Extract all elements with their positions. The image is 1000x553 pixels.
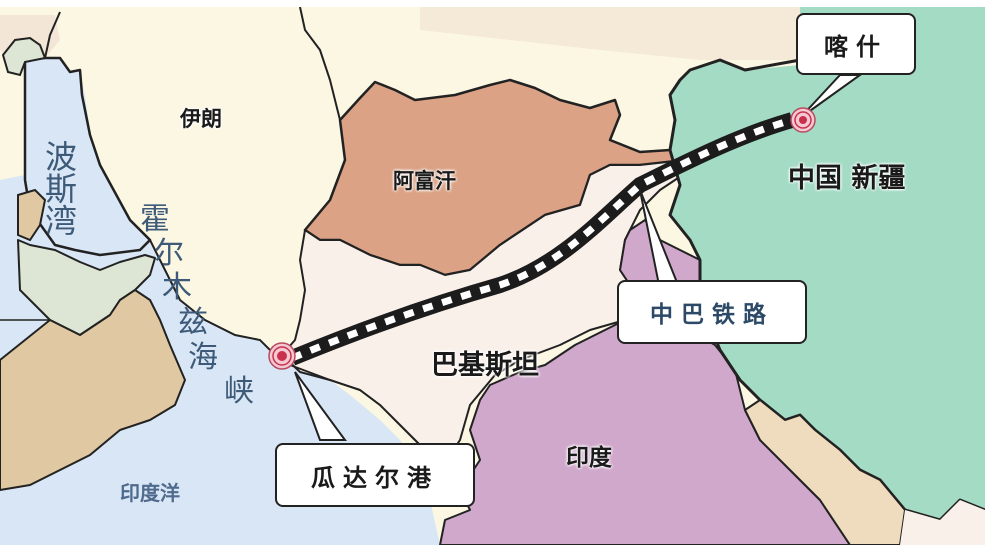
- label-china-xinjiang: 中国 新疆: [788, 163, 906, 194]
- label-strait-of-hormuz: 霍 尔 木 兹 海 峡: [140, 205, 300, 425]
- label-strait-char: 海: [188, 340, 218, 375]
- label-strait-char: 木: [162, 270, 192, 305]
- callout-railway[interactable]: 中巴铁路: [617, 280, 807, 344]
- label-afghanistan: 阿富汗: [393, 168, 456, 193]
- label-persian-gulf: 波斯湾: [40, 140, 78, 236]
- callout-railway-label: 中巴铁路: [650, 301, 774, 328]
- label-strait-char: 峡: [224, 374, 254, 409]
- marker-kashgar[interactable]: [790, 107, 816, 133]
- railway-line: [288, 112, 795, 366]
- label-strait-char: 兹: [178, 305, 208, 340]
- label-pakistan: 巴基斯坦: [431, 350, 539, 381]
- marker-gwadar[interactable]: [268, 342, 296, 370]
- callout-gwadar-label: 瓜达尔港: [311, 462, 439, 492]
- label-strait-char: 尔: [154, 236, 184, 271]
- callout-kashgar-label: 喀什: [824, 31, 888, 61]
- callout-gwadar[interactable]: 瓜达尔港: [275, 443, 475, 507]
- callout-kashgar[interactable]: 喀什: [796, 13, 916, 75]
- label-india: 印度: [566, 444, 612, 471]
- region-arabia: [0, 289, 186, 491]
- label-strait-char: 霍: [140, 202, 170, 237]
- label-iran: 伊朗: [180, 106, 222, 131]
- label-indian-ocean: 印度洋: [120, 481, 180, 505]
